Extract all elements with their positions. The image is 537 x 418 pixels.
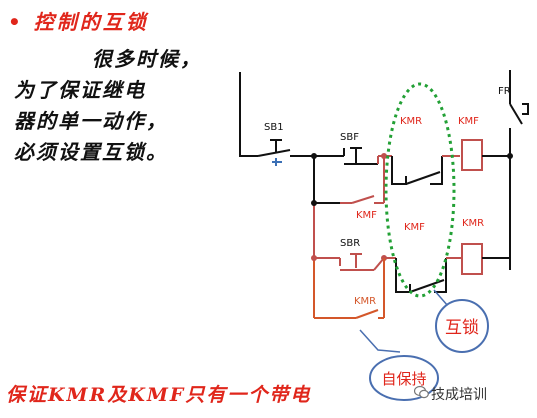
explanation-paragraph: 很多时候， 为了保证继电 器的单一动作， 必须设置互锁。 [14, 44, 202, 168]
kmr-coil-label: KMR [462, 218, 484, 229]
sb1-stop-button [257, 139, 291, 166]
kmr-top-label: KMR [400, 116, 422, 127]
kmf-hold-contact [340, 156, 385, 204]
kmr-interlock-contact [391, 156, 443, 185]
kmr-hold-contact [350, 258, 385, 319]
paragraph-line: 为了保证继电 [14, 78, 146, 102]
kmf-coil [461, 139, 483, 171]
interlock-highlight-ellipse [384, 82, 456, 298]
paragraph-line: 很多时候， [92, 47, 202, 71]
left-branch-wire-red [313, 203, 340, 259]
kmf-mid-label: KMF [404, 222, 425, 233]
paragraph-line: 器的单一动作， [14, 109, 168, 133]
left-supply-line [239, 72, 258, 157]
kmr-coil [461, 243, 483, 275]
footer-note: 保证KMR及KMF只有一个带电 [6, 384, 312, 406]
left-branch-wire-orange [313, 258, 350, 319]
fr-label: FR [498, 86, 511, 97]
interlock-callout [433, 289, 489, 353]
kmf-coil-label: KMF [458, 116, 479, 127]
kmr-hold-label: KMR [354, 296, 376, 307]
slide-title: • 控制的互锁 [8, 6, 149, 35]
interlock-callout-text: 互锁 [445, 318, 479, 338]
sb1-label: SB1 [264, 122, 284, 133]
sbr-label: SBR [340, 238, 360, 249]
junction-dot [311, 200, 317, 206]
brand-text: 技成培训 [431, 387, 487, 403]
sbf-start-button [343, 147, 378, 165]
sbf-label: SBF [340, 132, 359, 143]
left-branch-wire [313, 156, 340, 204]
kmf-interlock-contact [395, 258, 447, 293]
wechat-icon [414, 385, 429, 399]
fr-overload-contact [509, 70, 529, 270]
bullet-icon: • [8, 10, 24, 34]
title-text: 控制的互锁 [33, 10, 149, 34]
self-hold-callout-text: 自保持 [381, 370, 426, 388]
paragraph-line: 必须设置互锁。 [14, 140, 168, 164]
sbr-start-button [339, 253, 385, 271]
kmf-hold-label: KMF [356, 210, 377, 221]
junction-dot [311, 255, 317, 261]
self-hold-callout [359, 329, 439, 401]
